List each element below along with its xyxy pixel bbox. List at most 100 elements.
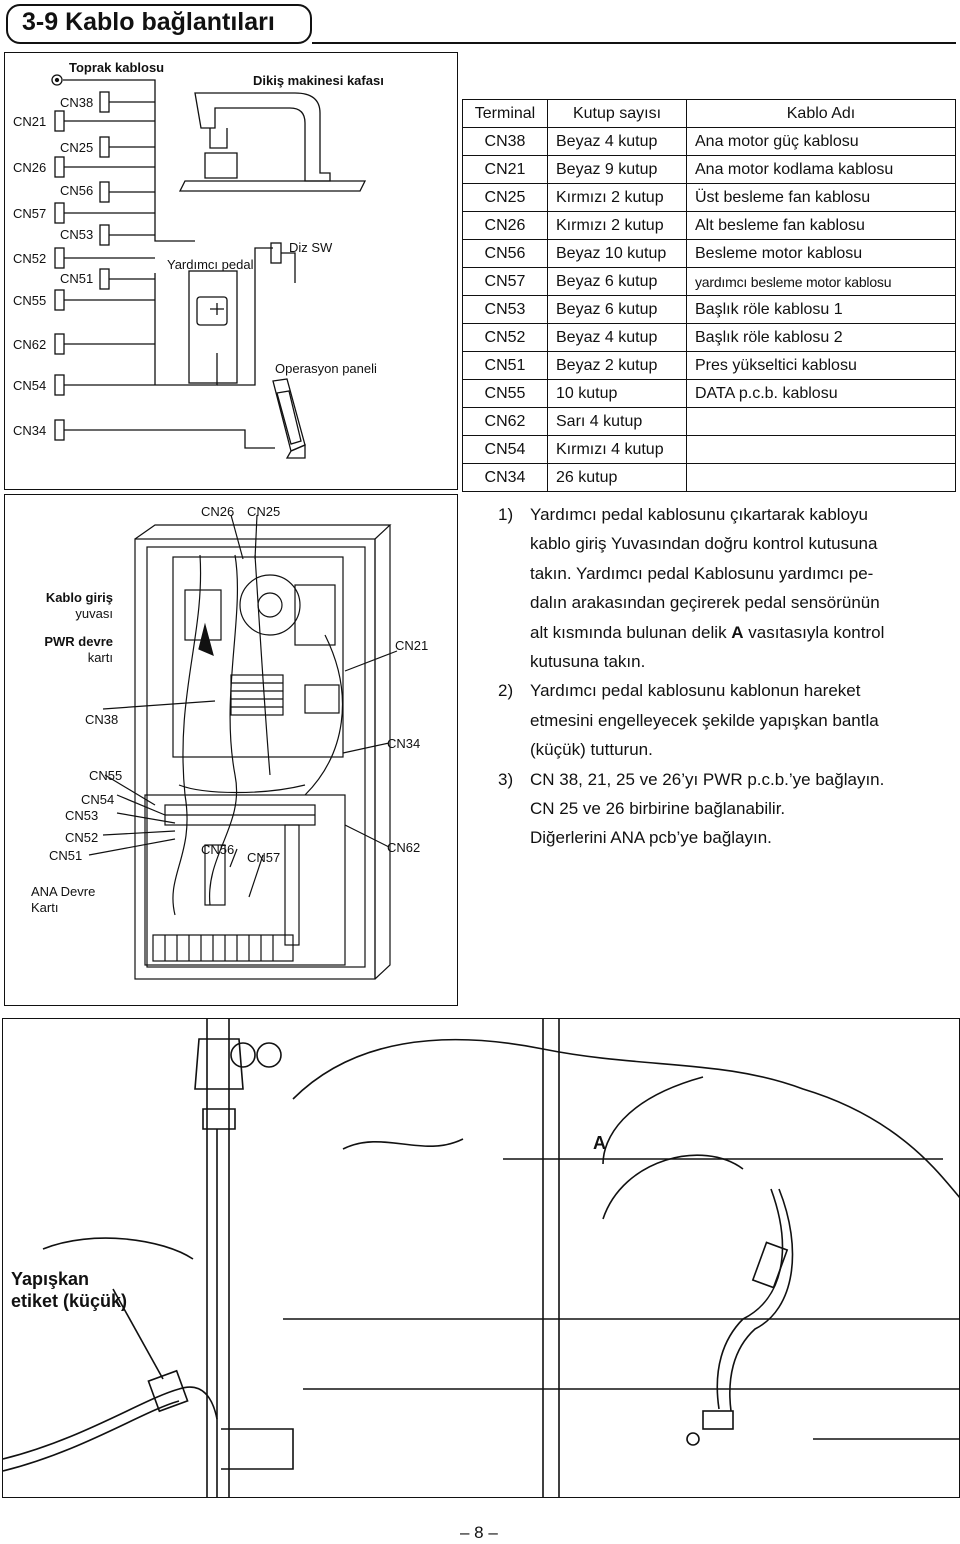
cable-name-cell: Besleme motor kablosu — [686, 239, 956, 268]
cn-label: CN34 — [387, 736, 421, 751]
pedal-cable-drawing — [3, 1019, 959, 1497]
ground-cable-label: Toprak kablosu — [69, 60, 165, 75]
overview-drawing — [51, 74, 367, 459]
sticker-label-2: etiket (küçük) — [11, 1291, 128, 1311]
terminal-cell: CN53 — [462, 295, 548, 324]
cn-label: CN57 — [247, 850, 281, 865]
cn-label: CN25 — [60, 140, 94, 155]
pins-cell: Kırmızı 4 kutup — [547, 435, 687, 464]
instruction-item: 1) Yardımcı pedal kablosunu çıkartarak k… — [498, 500, 956, 676]
terminal-cell: CN55 — [462, 379, 548, 408]
instruction-line: (küçük) tutturun. — [530, 740, 653, 760]
cable-name-cell — [686, 463, 956, 492]
header-cable-name: Kablo Adı — [686, 99, 956, 128]
instruction-number: 3) — [498, 769, 514, 789]
terminal-cell: CN57 — [462, 267, 548, 296]
cn-label: CN51 — [49, 848, 83, 863]
control-box-diagram: Kablo giriş yuvası PWR devre kartı CN26 … — [4, 494, 458, 1006]
instruction-line: dalın arakasından geçirerek pedal sensör… — [530, 593, 880, 613]
cn-label: CN38 — [60, 95, 94, 110]
cn-label: CN21 — [13, 114, 47, 129]
pwr-board-label-2: kartı — [87, 650, 113, 665]
pins-cell: Beyaz 6 kutup — [547, 267, 687, 296]
cn-label: CN38 — [85, 712, 119, 727]
cn-label: CN53 — [60, 227, 94, 242]
cn-label: CN56 — [201, 842, 235, 857]
pins-cell: Beyaz 4 kutup — [547, 323, 687, 352]
sewing-head-label: Dikiş makinesi kafası — [253, 73, 384, 88]
cn-label: CN52 — [13, 251, 47, 266]
cn-label: CN57 — [13, 206, 47, 221]
pins-cell: Kırmızı 2 kutup — [547, 211, 687, 240]
instruction-line: Yardımcı pedal kablosunu kablonun hareke… — [530, 681, 861, 701]
cable-name-cell — [686, 407, 956, 436]
terminal-cell: CN62 — [462, 407, 548, 436]
header-terminal: Terminal — [462, 99, 548, 128]
cable-inlet-label-1: Kablo giriş — [45, 590, 113, 605]
cn-label: CN54 — [13, 378, 47, 393]
instruction-line: CN 38, 21, 25 ve 26’yı PWR p.c.b.’ye bağ… — [530, 769, 885, 789]
pins-cell: Kırmızı 2 kutup — [547, 183, 687, 212]
cable-name-cell: Başlık röle kablosu 1 — [686, 295, 956, 324]
terminal-cell: CN25 — [462, 183, 548, 212]
instruction-line: kutusuna takın. — [530, 652, 646, 672]
instruction-line: Yardımcı pedal kablosunu çıkartarak kabl… — [530, 505, 868, 524]
cable-name-cell: Üst besleme fan kablosu — [686, 183, 956, 212]
connection-overview-diagram: Toprak kablosu Dikiş makinesi kafası Yar… — [4, 52, 458, 490]
instruction-text: alt kısmında bulunan delik — [530, 622, 732, 642]
instruction-text: vasıtasıyla kontrol — [743, 622, 885, 642]
pins-cell: Beyaz 6 kutup — [547, 295, 687, 324]
instruction-item: 3) CN 38, 21, 25 ve 26’yı PWR p.c.b.’ye … — [498, 765, 956, 853]
cable-name-cell: yardımcı besleme motor kablosu — [686, 267, 956, 296]
instruction-item: 2) Yardımcı pedal kablosunu kablonun har… — [498, 676, 956, 764]
control-box-drawing — [88, 514, 398, 980]
header-pins: Kutup sayısı — [547, 99, 687, 128]
cable-inlet-label-2: yuvası — [75, 606, 113, 621]
pins-cell: 10 kutup — [547, 379, 687, 408]
hole-a-ref: A — [731, 622, 744, 642]
instruction-list: 1) Yardımcı pedal kablosunu çıkartarak k… — [498, 500, 956, 853]
cable-name-cell: Alt besleme fan kablosu — [686, 211, 956, 240]
operation-panel-label: Operasyon paneli — [275, 361, 377, 376]
cn-label: CN55 — [13, 293, 47, 308]
pins-cell: Sarı 4 kutup — [547, 407, 687, 436]
cn-label: CN53 — [65, 808, 99, 823]
terminal-cell: CN56 — [462, 239, 548, 268]
terminal-cell: CN54 — [462, 435, 548, 464]
instruction-line: kablo giriş Yuvasından doğru kontrol kut… — [530, 534, 878, 554]
title-rule — [312, 42, 956, 44]
cable-name-cell: Ana motor kodlama kablosu — [686, 155, 956, 184]
cn-label: CN51 — [60, 271, 94, 286]
pins-cell: 26 kutup — [547, 463, 687, 492]
cn-label: CN26 — [13, 160, 47, 175]
cn-label: CN52 — [65, 830, 99, 845]
page-number: – 8 – — [460, 1523, 498, 1542]
section-title-frame — [6, 4, 312, 44]
instruction-line: CN 25 ve 26 birbirine bağlanabilir. — [530, 799, 786, 819]
instruction-line: Diğerlerini ANA pcb’ye bağlayın. — [530, 828, 772, 848]
terminal-cell: CN26 — [462, 211, 548, 240]
table-header-row: Terminal Kutup sayısı Kablo Adı — [462, 99, 956, 128]
pins-cell: Beyaz 10 kutup — [547, 239, 687, 268]
section-title: 3-9 Kablo bağlantıları — [22, 8, 275, 36]
cn-label: CN62 — [387, 840, 421, 855]
pins-cell: Beyaz 2 kutup — [547, 351, 687, 380]
knee-switch-label: Diz SW — [289, 240, 333, 255]
cn-label: CN26 — [201, 504, 235, 519]
terminal-cell: CN52 — [462, 323, 548, 352]
cn-label: CN34 — [13, 423, 47, 438]
cn-label: CN21 — [395, 638, 429, 653]
instruction-line: alt kısmında bulunan delik A vasıtasıyla… — [530, 618, 956, 647]
cable-name-cell: Pres yükseltici kablosu — [686, 351, 956, 380]
